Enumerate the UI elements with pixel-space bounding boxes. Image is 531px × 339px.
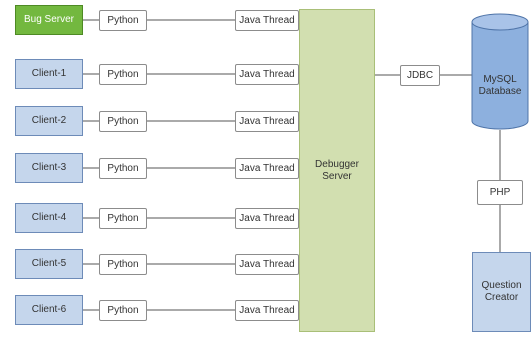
python-box: Python xyxy=(99,158,147,179)
debugger-server: Debugger Server xyxy=(299,9,375,332)
java-thread-box: Java Thread xyxy=(235,254,299,275)
python-label: Python xyxy=(107,212,139,224)
java-thread-box: Java Thread xyxy=(235,158,299,179)
database-label: MySQL Database xyxy=(472,74,528,98)
python-box: Python xyxy=(99,111,147,132)
python-box: Python xyxy=(99,208,147,229)
client-1-box: Client-1 xyxy=(15,59,83,89)
jdbc-box: JDBC xyxy=(400,65,440,86)
java-thread-label: Java Thread xyxy=(239,14,295,26)
java-thread-label: Java Thread xyxy=(239,212,295,224)
bug-server-label: Bug Server xyxy=(23,14,75,25)
database-cylinder xyxy=(471,13,529,130)
java-thread-box: Java Thread xyxy=(235,64,299,85)
java-thread-box: Java Thread xyxy=(235,300,299,321)
python-box: Python xyxy=(99,300,147,321)
client-3-label: Client-3 xyxy=(31,162,67,173)
client-6-box: Client-6 xyxy=(15,295,83,325)
client-5-box: Client-5 xyxy=(15,249,83,279)
python-label: Python xyxy=(107,115,139,127)
java-thread-label: Java Thread xyxy=(239,258,295,270)
client-5-label: Client-5 xyxy=(31,258,67,269)
python-label: Python xyxy=(107,304,139,316)
question-creator-line2: Creator xyxy=(484,292,519,303)
python-label: Python xyxy=(107,68,139,80)
php-box: PHP xyxy=(477,180,523,205)
debugger-server-line2: Server xyxy=(322,170,352,182)
database-line1: MySQL xyxy=(483,74,517,85)
python-box: Python xyxy=(99,64,147,85)
client-6-label: Client-6 xyxy=(31,304,67,315)
jdbc-label: JDBC xyxy=(406,69,434,81)
python-box: Python xyxy=(99,10,147,31)
client-3-box: Client-3 xyxy=(15,153,83,183)
client-2-label: Client-2 xyxy=(31,115,67,126)
php-label: PHP xyxy=(489,186,511,198)
python-label: Python xyxy=(107,162,139,174)
java-thread-box: Java Thread xyxy=(235,111,299,132)
database-line2: Database xyxy=(478,86,522,97)
client-1-label: Client-1 xyxy=(31,68,67,79)
java-thread-box: Java Thread xyxy=(235,208,299,229)
debugger-server-line1: Debugger xyxy=(315,158,359,170)
java-thread-box: Java Thread xyxy=(235,10,299,31)
java-thread-label: Java Thread xyxy=(239,115,295,127)
question-creator: Question Creator xyxy=(472,252,531,332)
python-label: Python xyxy=(107,14,139,26)
java-thread-label: Java Thread xyxy=(239,304,295,316)
client-2-box: Client-2 xyxy=(15,106,83,136)
java-thread-label: Java Thread xyxy=(239,162,295,174)
client-4-box: Client-4 xyxy=(15,203,83,233)
client-4-label: Client-4 xyxy=(31,212,67,223)
python-box: Python xyxy=(99,254,147,275)
java-thread-label: Java Thread xyxy=(239,68,295,80)
python-label: Python xyxy=(107,258,139,270)
bug-server-box: Bug Server xyxy=(15,5,83,35)
question-creator-line1: Question xyxy=(481,280,522,291)
